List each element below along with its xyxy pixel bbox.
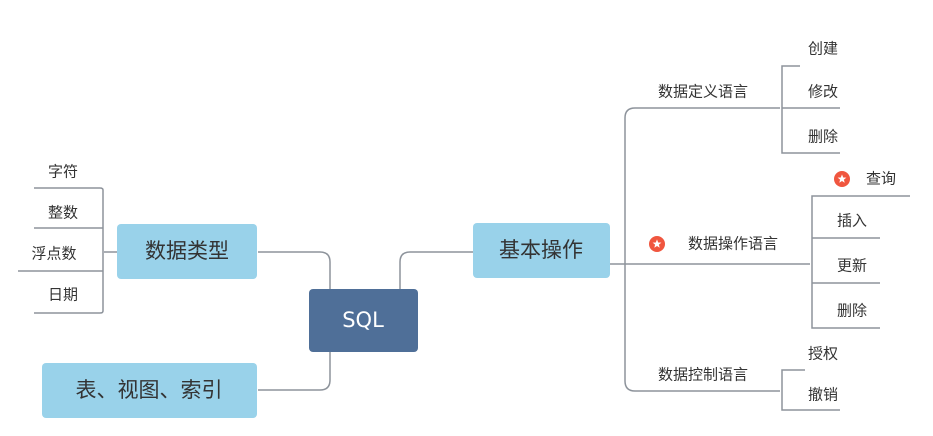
basic-ops-node (473, 223, 610, 278)
data-types-node (117, 224, 257, 279)
connector-dcl-children (781, 369, 840, 411)
dcl-label: 数据控制语言 (658, 366, 748, 384)
leaf-date: 日期 (48, 286, 78, 304)
connector-sql-to-basic-ops (399, 251, 473, 290)
star-icon (649, 236, 665, 252)
leaf-int: 整数 (48, 204, 78, 222)
dcl-grant: 授权 (808, 345, 838, 363)
dcl-revoke: 撤销 (808, 386, 838, 404)
leaf-float: 浮点数 (31, 245, 76, 263)
dml-insert: 插入 (837, 212, 867, 230)
dml-select: 查询 (866, 170, 896, 188)
connector-dml-children (811, 195, 910, 329)
connector-to-ddl (624, 107, 780, 264)
basic-ops-label: 基本操作 (499, 238, 583, 262)
ddl-alter: 修改 (808, 83, 838, 101)
sql-node-label: SQL (342, 308, 384, 332)
connectors (18, 65, 910, 411)
leaf-char: 字符 (48, 163, 78, 181)
dml-label: 数据操作语言 (688, 235, 778, 253)
dml-update: 更新 (837, 257, 867, 275)
connector-to-dcl (624, 264, 780, 392)
connector-sql-to-objects (258, 352, 331, 391)
objects-label: 表、视图、索引 (76, 378, 223, 402)
connector-ddl-children (781, 65, 840, 154)
objects-node (42, 363, 257, 418)
ddl-label: 数据定义语言 (658, 83, 748, 101)
connector-sql-to-data-types (258, 251, 331, 290)
sql-node (309, 289, 418, 352)
star-icon (834, 171, 850, 187)
data-types-label: 数据类型 (145, 239, 229, 263)
connector-leaf-date (34, 310, 104, 314)
dml-delete: 删除 (837, 302, 867, 320)
connector-leaf-char (34, 187, 104, 191)
ddl-create: 创建 (808, 40, 838, 58)
ddl-drop: 删除 (808, 128, 838, 146)
